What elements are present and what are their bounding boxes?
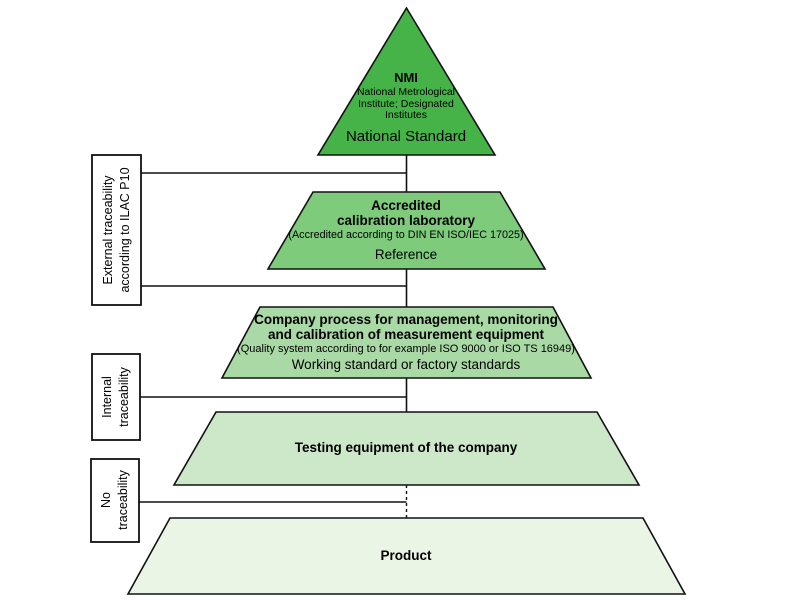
pyramid-level-accredited-lab-shape xyxy=(266,191,547,270)
pyramid-level-testing-equipment-shape xyxy=(172,411,641,486)
pyramid-level-nmi-shape xyxy=(316,6,497,156)
side-box-internal-traceability xyxy=(91,353,141,441)
side-box-no-traceability xyxy=(90,458,140,543)
pyramid-level-company-process-shape xyxy=(220,306,593,379)
side-box-external-traceability xyxy=(91,154,142,306)
pyramid-level-product-shape xyxy=(126,517,687,595)
